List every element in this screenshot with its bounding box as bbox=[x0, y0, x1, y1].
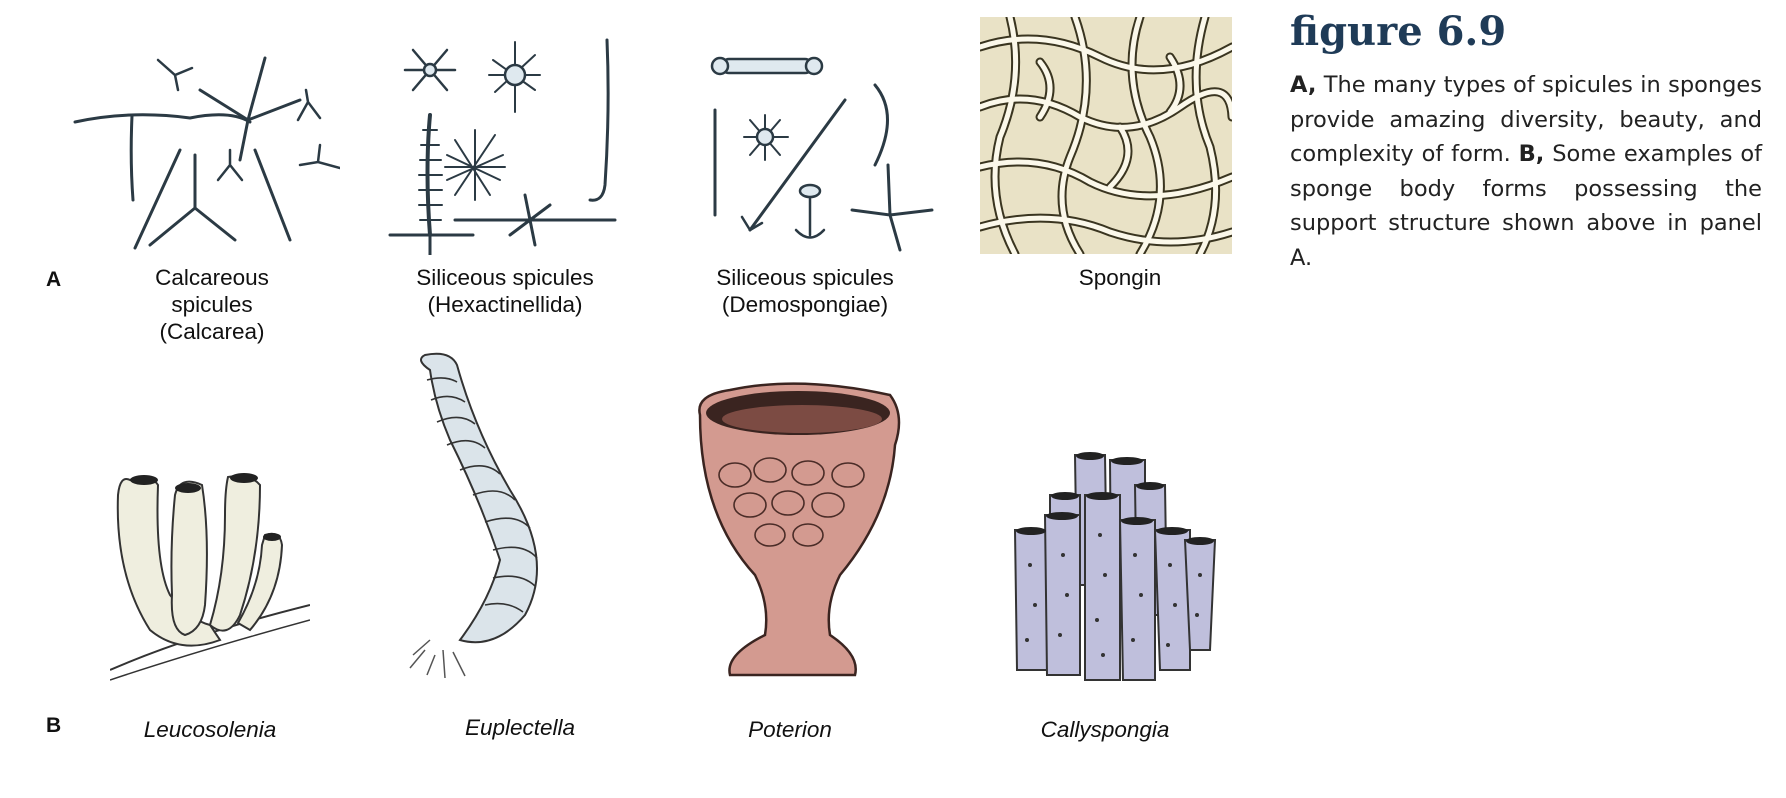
demosponge-spicules-illustration bbox=[700, 45, 935, 255]
callyspongia-sponge-icon bbox=[1013, 452, 1217, 681]
leucosolenia-sponge-icon bbox=[110, 473, 310, 681]
callyspongia-label: Callyspongia bbox=[1040, 717, 1170, 742]
figure-caption: A, The many types of spicules in sponges… bbox=[1290, 68, 1762, 275]
hexactinellid-spicules-icon bbox=[388, 38, 617, 255]
caption-b-marker: B, bbox=[1518, 141, 1545, 167]
caption-b-text: Some examples of sponge body forms posse… bbox=[1290, 141, 1763, 271]
hexactinellid-spicules-label: Siliceous spicules (Hexactinellida) bbox=[416, 265, 594, 317]
callyspongia-illustration bbox=[1005, 445, 1220, 685]
spongin-fibers-icon bbox=[980, 17, 1232, 254]
calcareous-spicules-label: Calcareous spicules (Calcarea) bbox=[155, 265, 269, 344]
poterion-illustration bbox=[690, 375, 905, 680]
leucosolenia-label: Leucosolenia bbox=[143, 717, 277, 742]
poterion-label: Poterion bbox=[748, 717, 832, 742]
panel-a-letter: A bbox=[46, 268, 62, 291]
euplectella-label: Euplectella bbox=[464, 715, 576, 740]
caption-a-marker: A, bbox=[1290, 72, 1317, 98]
demosponge-spicules-label: Siliceous spicules (Demospongiae) bbox=[716, 265, 894, 317]
calcareous-spicules-illustration bbox=[70, 50, 340, 250]
caption-a-text: The many types of spicules in sponges pr… bbox=[1290, 72, 1762, 167]
poterion-sponge-icon bbox=[698, 382, 901, 677]
spongin-label: Spongin bbox=[1078, 265, 1162, 290]
caption-part-a: A, The many types of spicules in sponges… bbox=[1290, 68, 1762, 275]
figure-title: figure 6.9 bbox=[1290, 8, 1507, 55]
demosponge-spicules-icon bbox=[710, 56, 934, 252]
euplectella-sponge-icon bbox=[409, 352, 538, 679]
panel-b-letter: B bbox=[46, 714, 62, 737]
leucosolenia-illustration bbox=[110, 455, 310, 685]
hexactinellid-spicules-illustration bbox=[385, 30, 625, 255]
spongin-fibers-illustration bbox=[980, 17, 1232, 254]
calcareous-spicules-icon bbox=[73, 56, 340, 250]
euplectella-illustration bbox=[405, 350, 580, 680]
